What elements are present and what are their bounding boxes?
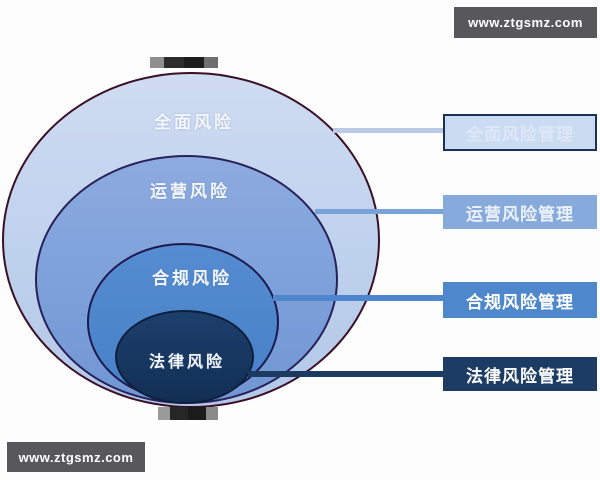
censor-mosaic-bottom bbox=[158, 407, 218, 420]
watermark-top-right: www.ztgsmz.com bbox=[454, 7, 597, 38]
connector-compliance-risk bbox=[273, 295, 445, 301]
ring-label-operational-risk: 运营风险 bbox=[150, 182, 230, 201]
connector-comprehensive-risk bbox=[333, 128, 445, 133]
watermark-bottom-left: www.ztgsmz.com bbox=[7, 442, 145, 472]
ring-label-compliance-risk: 合规风险 bbox=[152, 269, 232, 288]
ring-label-comprehensive-risk: 全面风险 bbox=[154, 113, 234, 132]
box-comprehensive-risk-management: 全面风险管理 bbox=[443, 114, 597, 151]
box-operational-risk-management: 运营风险管理 bbox=[443, 195, 597, 229]
ring-label-legal-risk: 法律风险 bbox=[148, 354, 225, 371]
connector-legal-risk bbox=[248, 371, 445, 377]
box-legal-risk-management: 法律风险管理 bbox=[443, 357, 597, 391]
connector-operational-risk bbox=[315, 209, 445, 214]
box-compliance-risk-management: 合规风险管理 bbox=[443, 282, 597, 318]
ring-legal-risk bbox=[115, 310, 254, 404]
censor-mosaic-top bbox=[150, 57, 218, 68]
